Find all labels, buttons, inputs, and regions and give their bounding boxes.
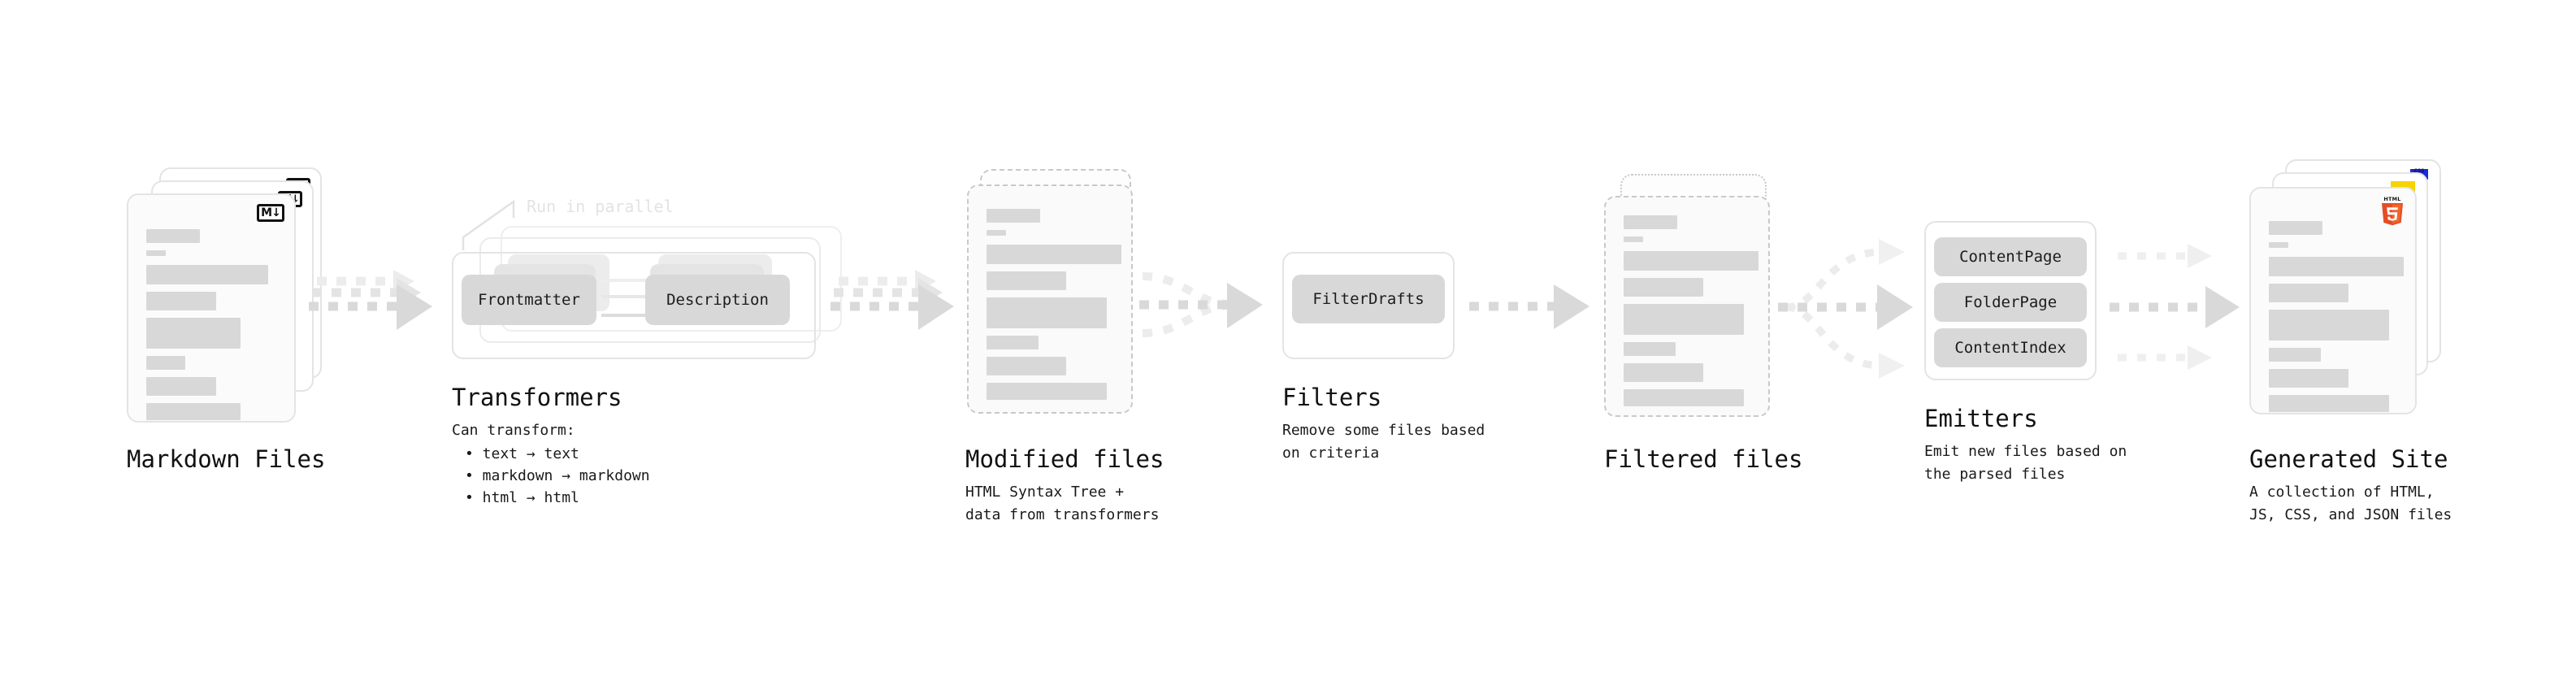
filtered-file-card-front [1604, 196, 1770, 417]
transformers-subtitle: Can transform: [452, 422, 575, 439]
connector-md-to-transformers [309, 270, 432, 330]
stage-title-markdown-files: Markdown Files [127, 445, 326, 473]
document-content-lines [987, 209, 1121, 407]
stage-title-generated-site: Generated Site [2249, 445, 2448, 473]
filters-group-box [1282, 252, 1455, 359]
transformers-bullet-0: • text → text [465, 445, 579, 462]
connector-modified-to-filters [1139, 272, 1263, 337]
stage-title-filters: Filters [1282, 384, 1382, 411]
transformer-chip-description[interactable]: Description [645, 275, 790, 325]
document-content-lines [146, 229, 280, 427]
filters-subtitle: Remove some files based on criteria [1282, 422, 1485, 462]
connector-transformers-to-modified [830, 270, 954, 330]
svg-text:HTML: HTML [2383, 196, 2400, 202]
generated-site-subtitle: A collection of HTML, JS, CSS, and JSON … [2249, 484, 2452, 523]
transformers-bullet-1: • markdown → markdown [465, 467, 650, 484]
modified-files-subtitle: HTML Syntax Tree + data from transformer… [965, 484, 1160, 523]
stage-title-filtered-files: Filtered files [1604, 445, 1803, 473]
run-in-parallel-bracket [462, 199, 515, 250]
emitter-chip-contentindex[interactable]: ContentIndex [1934, 328, 2087, 367]
stage-title-transformers: Transformers [452, 384, 622, 411]
emitters-subtitle: Emit new files based on the parsed files [1924, 443, 2127, 483]
stage-title-emitters: Emitters [1924, 405, 2038, 432]
document-content-lines [1624, 215, 1759, 414]
connector-emitters-to-site [2110, 244, 2240, 370]
stage-title-modified-files: Modified files [965, 445, 1164, 473]
modified-file-card-front [967, 184, 1133, 414]
transformers-bullet-2: • html → html [465, 489, 579, 506]
transformer-group-front [452, 252, 816, 359]
run-in-parallel-label: Run in parallel [527, 197, 674, 216]
site-file-card-html: HTML [2249, 187, 2417, 414]
connector-filters-to-filtered [1469, 284, 1589, 329]
connector-filtered-to-emitters [1778, 239, 1913, 379]
document-content-lines [2269, 221, 2404, 419]
filter-chip-filterdrafts[interactable]: FilterDrafts [1292, 275, 1445, 323]
html5-badge-icon: HTML [2382, 196, 2403, 226]
emitter-chip-contentpage[interactable]: ContentPage [1934, 237, 2087, 276]
markdown-file-card-front: M↓ [127, 193, 296, 423]
transformer-chip-frontmatter[interactable]: Frontmatter [462, 275, 596, 325]
emitters-group-box [1924, 221, 2097, 380]
emitter-chip-folderpage[interactable]: FolderPage [1934, 283, 2087, 322]
markdown-badge-icon: M↓ [257, 204, 284, 222]
